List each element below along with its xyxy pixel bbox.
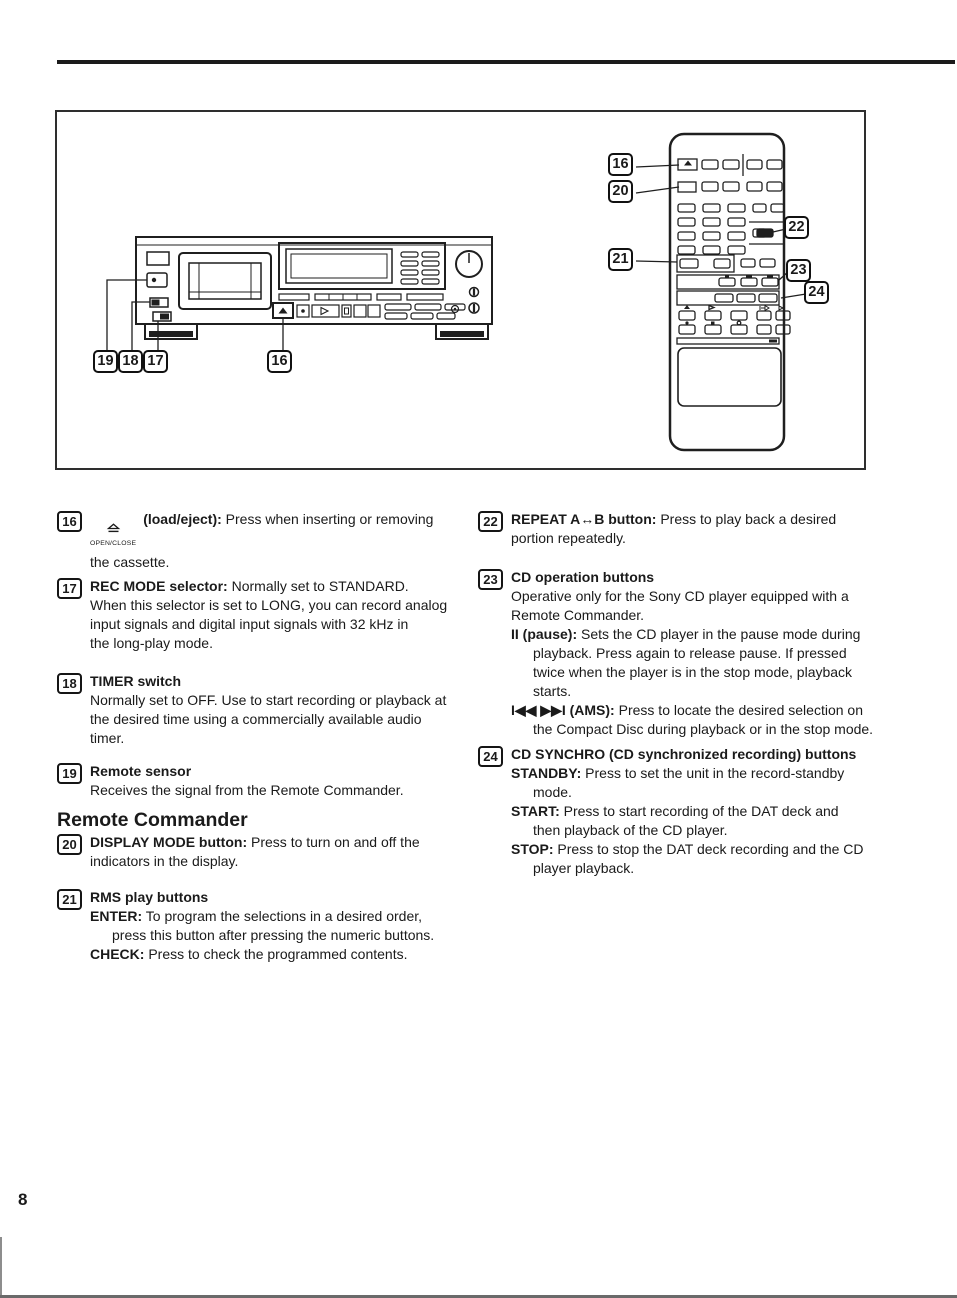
item-display-mode-title: DISPLAY MODE button: [90,834,248,850]
item-repeat-ab-text: REPEAT A↔B button: Press to play back a … [511,510,906,548]
item-remote-sensor: 19 Remote sensor Receives the signal fro… [57,762,475,800]
item-cd-synchro-title: CD SYNCHRO (CD synchronized recording) b… [511,746,857,762]
item-rms-play: 21 RMS play buttons ENTER: To program th… [57,888,475,964]
callout-deck-18: 18 [118,350,143,373]
synchro-start-text: Press to start recording of the DAT deck… [533,803,839,838]
scan-edge-bottom [0,1295,957,1298]
item-timer-switch-title: TIMER switch [90,673,182,689]
callout-remote-16: 16 [608,153,633,176]
item-load-eject-title: (load/eject): [143,511,222,527]
rms-check-label: CHECK: [90,946,145,962]
item-number-17: 17 [57,578,82,599]
item-cd-operation-text: CD operation buttons Operative only for … [511,568,906,739]
item-number-23: 23 [478,569,503,590]
cd-pause-label: II (pause): [511,626,578,642]
top-rule [57,60,955,64]
callout-remote-23: 23 [786,259,811,282]
synchro-standby-text: Press to set the unit in the record-stan… [533,765,845,800]
item-number-16: 16 [57,511,82,532]
item-rms-play-text: RMS play buttons ENTER: To program the s… [90,888,475,964]
item-cd-synchro: 24 CD SYNCHRO (CD synchronized recording… [478,745,906,878]
item-rec-mode-body: Normally set to STANDARD. When this sele… [90,578,448,651]
callout-deck-16: 16 [267,350,292,373]
item-cd-operation: 23 CD operation buttons Operative only f… [478,568,906,739]
item-display-mode-text: DISPLAY MODE button: Press to turn on an… [90,833,475,871]
synchro-stop-label: STOP: [511,841,554,857]
item-rms-play-title: RMS play buttons [90,889,209,905]
rms-enter-label: ENTER: [90,908,143,924]
item-remote-sensor-text: Remote sensor Receives the signal from t… [90,762,475,800]
cd-pause-entry: II (pause): Sets the CD player in the pa… [511,625,906,701]
item-number-21: 21 [57,889,82,910]
item-number-18: 18 [57,673,82,694]
item-timer-switch-body: Normally set to OFF. Use to start record… [90,692,447,746]
synchro-start-entry: START: Press to start recording of the D… [511,802,906,840]
item-load-eject-text: OPEN/CLOSE (load/eject): Press when inser… [90,510,475,572]
callout-deck-19: 19 [93,350,118,373]
synchro-stop-text: Press to stop the DAT deck recording and… [533,841,864,876]
synchro-start-label: START: [511,803,560,819]
callout-remote-24: 24 [804,281,829,304]
item-timer-switch-text: TIMER switch Normally set to OFF. Use to… [90,672,475,748]
item-repeat-ab-title: REPEAT A↔B button: [511,511,657,527]
item-cd-synchro-text: CD SYNCHRO (CD synchronized recording) b… [511,745,906,878]
remote-leader-lines [635,164,807,299]
item-number-24: 24 [478,746,503,767]
dat-deck-illustration [135,236,493,340]
callout-remote-22: 22 [784,216,809,239]
callout-deck-17: 17 [143,350,168,373]
rms-check-text: Press to check the programmed contents. [148,946,408,962]
open-close-label: OPEN/CLOSE [90,540,137,547]
cd-pause-text: Sets the CD player in the pause mode dur… [533,626,861,699]
item-repeat-ab-body: Press to play back a desired portion rep… [511,511,837,546]
remote-commander-illustration [668,132,791,452]
callout-remote-20: 20 [608,180,633,203]
item-load-eject-body: Press when inserting or removing the cas… [90,511,434,570]
cd-ams-label: I◀◀ ▶▶I (AMS): [511,702,615,718]
synchro-standby-label: STANDBY: [511,765,582,781]
item-remote-sensor-body: Receives the signal from the Remote Comm… [90,782,404,798]
rms-check-entry: CHECK: Press to check the programmed con… [90,945,475,964]
item-display-mode-body: Press to turn on and off the indicators … [90,834,420,869]
rms-enter-entry: ENTER: To program the selections in a de… [90,907,475,945]
item-rec-mode-text: REC MODE selector: Normally set to STAND… [90,577,475,653]
item-number-20: 20 [57,834,82,855]
rms-enter-text: To program the selections in a desired o… [112,908,435,943]
cd-ams-entry: I◀◀ ▶▶I (AMS): Press to locate the desir… [511,701,906,739]
eject-icon [106,523,120,533]
remote-commander-heading: Remote Commander [57,809,248,831]
item-display-mode: 20 DISPLAY MODE button: Press to turn on… [57,833,475,871]
synchro-stop-entry: STOP: Press to stop the DAT deck recordi… [511,840,906,878]
item-rec-mode: 17 REC MODE selector: Normally set to ST… [57,577,475,653]
callout-remote-21: 21 [608,248,633,271]
item-timer-switch: 18 TIMER switch Normally set to OFF. Use… [57,672,475,748]
item-cd-operation-title: CD operation buttons [511,569,655,585]
right-column: 22 REPEAT A↔B button: Press to play back… [478,510,906,878]
figure-box [55,110,866,470]
item-number-22: 22 [478,511,503,532]
item-remote-sensor-title: Remote sensor [90,763,192,779]
item-load-eject: 16 OPEN/CLOSE (load/eject): Press when in… [57,510,475,572]
item-rec-mode-title: REC MODE selector: [90,578,228,594]
page-number: 8 [18,1190,28,1209]
synchro-standby-entry: STANDBY: Press to set the unit in the re… [511,764,906,802]
item-cd-operation-body: Operative only for the Sony CD player eq… [511,588,849,623]
open-close-control: OPEN/CLOSE [90,523,136,553]
left-column: 16 OPEN/CLOSE (load/eject): Press when in… [57,510,475,964]
cd-ams-text: Press to locate the desired selection on… [533,702,874,737]
item-number-19: 19 [57,763,82,784]
scan-edge-left [0,1237,2,1298]
deck-leader-lines [106,279,284,352]
figure-drawing [106,132,807,452]
item-repeat-ab: 22 REPEAT A↔B button: Press to play back… [478,510,906,548]
